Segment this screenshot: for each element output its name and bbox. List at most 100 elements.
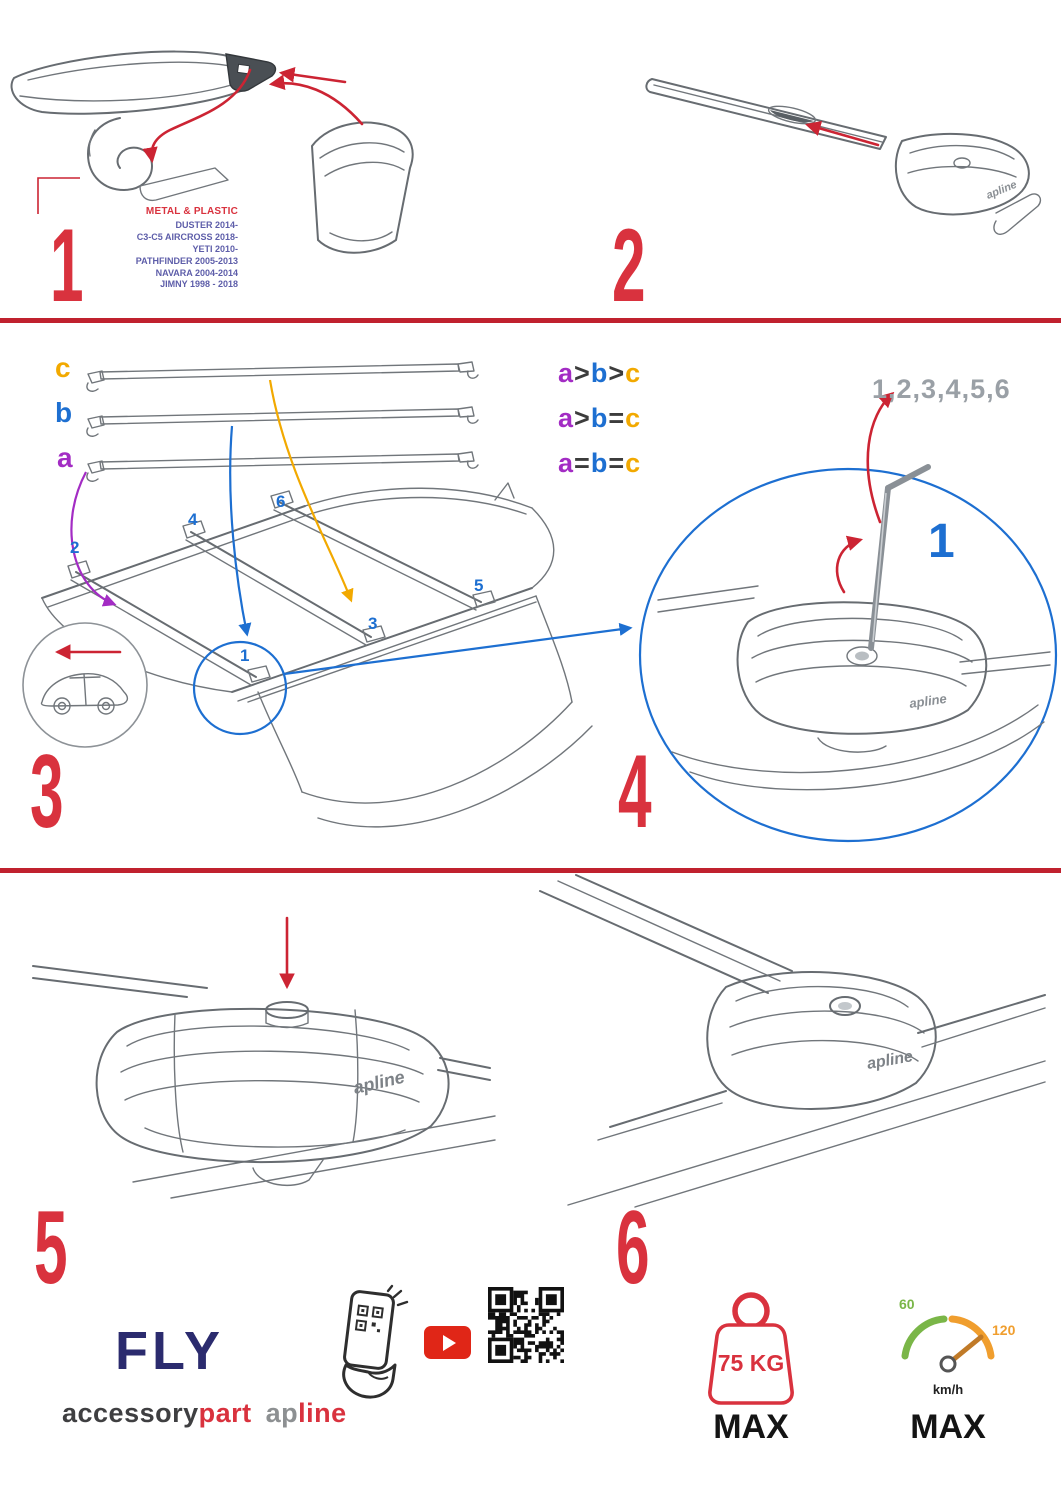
speed-limit-max: MAX [910, 1408, 986, 1446]
foot-body: apline [706, 971, 937, 1110]
end-cap [225, 53, 277, 92]
tightening-detail-diagram: apline [638, 391, 1058, 843]
foot-body: apline [894, 132, 1042, 235]
rotation-arrow [835, 535, 864, 594]
model-item: C3-C5 AIRCROSS 2018- [136, 231, 238, 242]
qr-code [488, 1287, 564, 1363]
step-number-6: 6 [616, 1190, 650, 1306]
model-item: DUSTER 2014- [175, 220, 238, 230]
roof-position-2: 2 [70, 538, 80, 557]
car-direction-inset [22, 622, 148, 748]
legend-row-1: a>b>c [558, 358, 641, 389]
apline-logo: apline [908, 691, 947, 711]
brand-part: part [198, 1398, 252, 1428]
weight-limit-icon [708, 1292, 794, 1405]
weight-handle [732, 1292, 770, 1330]
guide-line-b [229, 425, 252, 637]
foot-detail: apline [736, 601, 988, 753]
slot-hole [770, 110, 814, 123]
clamp-hook [87, 117, 229, 202]
legend-letter: c [625, 448, 642, 478]
legend-letter: a [558, 403, 575, 433]
legend-letter: a [558, 448, 575, 478]
legend-letter: b [590, 448, 609, 478]
crossbar [539, 874, 793, 994]
phone-outline [343, 1290, 395, 1370]
cover-piece [311, 121, 414, 254]
model-item: NAVARA 2004-2014 [155, 267, 238, 278]
legend-letter: b [590, 358, 609, 388]
model-item: PATHFINDER 2005-2013 [135, 255, 238, 266]
legend-letter: c [625, 358, 642, 388]
scan-ticks [386, 1284, 409, 1307]
bar-a [86, 451, 479, 482]
roofbar-layout-diagram [22, 361, 633, 828]
legend-letter: a [558, 358, 575, 388]
zoom-pointer-arrow [283, 622, 633, 676]
brand-line: line [298, 1398, 347, 1428]
bar-label-a: a [57, 442, 73, 473]
foot-mounted-diagram: apline [539, 874, 1046, 1208]
roof-position-6: 6 [276, 492, 286, 511]
step-number-1: 1 [50, 208, 84, 324]
step-number-3: 3 [30, 734, 64, 850]
legend-letter: b [590, 403, 609, 433]
compatible-models: METAL & PLASTIC DUSTER 2014- C3-C5 AIRCR… [96, 206, 238, 291]
legend-row-3: a=b=c [558, 448, 641, 479]
bar-b [86, 406, 479, 437]
roof-position-5: 5 [474, 576, 484, 595]
speed-arc-orange [948, 1315, 995, 1360]
legend-operator: = [608, 448, 626, 478]
allen-key [868, 464, 931, 651]
bar-label-c: c [55, 352, 71, 383]
cap-knob [265, 1001, 309, 1029]
guide-line-a [70, 471, 117, 607]
youtube-icon [424, 1326, 471, 1359]
step-highlight-number: 1 [928, 515, 955, 568]
play-icon [442, 1334, 456, 1351]
material-label: METAL & PLASTIC [145, 206, 238, 217]
brand-fly: FLY [115, 1321, 225, 1381]
bar-tube [645, 78, 887, 150]
rail-lines [32, 965, 496, 1199]
weight-limit-value: 75 KG [717, 1350, 785, 1376]
speed-unit-label: km/h [932, 1382, 964, 1397]
tightening-sequence-label: 1,2,3,4,5,6 [872, 374, 1011, 404]
bar-label-b: b [55, 397, 73, 428]
foot-body: apline [95, 1007, 450, 1187]
section-divider [0, 868, 1061, 873]
section-divider [0, 318, 1061, 323]
brand-accessory: accessory [62, 1398, 199, 1428]
zoom-circle [638, 467, 1058, 843]
hand [342, 1363, 397, 1399]
rail-lines [657, 585, 1051, 791]
step-number-2: 2 [612, 208, 646, 324]
legend-letter: c [625, 403, 642, 433]
speed-arc-green [901, 1315, 948, 1360]
legend-operator: > [574, 403, 591, 433]
bar-profile [10, 50, 255, 115]
rail-lines [567, 994, 1046, 1208]
red-arrows [37, 67, 364, 214]
foot-cap-diagram: apline [32, 916, 496, 1199]
legend-operator: = [608, 403, 626, 433]
brand-ap: ap [265, 1398, 299, 1428]
position-1-highlight-circle [192, 640, 288, 736]
phone-scan-icon [342, 1284, 409, 1399]
step-number-5: 5 [34, 1190, 68, 1306]
speed-high-label: 120 [992, 1322, 1016, 1338]
bar-endcap-diagram [10, 50, 414, 254]
model-item: JIMNY 1998 - 2018 [160, 279, 238, 290]
bar-slot-diagram: apline [645, 78, 1042, 235]
legend-operator: > [608, 358, 626, 388]
legend-row-2: a>b=c [558, 403, 641, 434]
weight-body [708, 1323, 794, 1405]
legend-operator: > [574, 358, 591, 388]
speed-low-label: 60 [899, 1296, 915, 1312]
speed-hub [939, 1355, 957, 1373]
legend-operator: = [574, 448, 591, 478]
model-item: YETI 2010- [192, 243, 238, 254]
weight-limit-max: MAX [713, 1408, 789, 1446]
